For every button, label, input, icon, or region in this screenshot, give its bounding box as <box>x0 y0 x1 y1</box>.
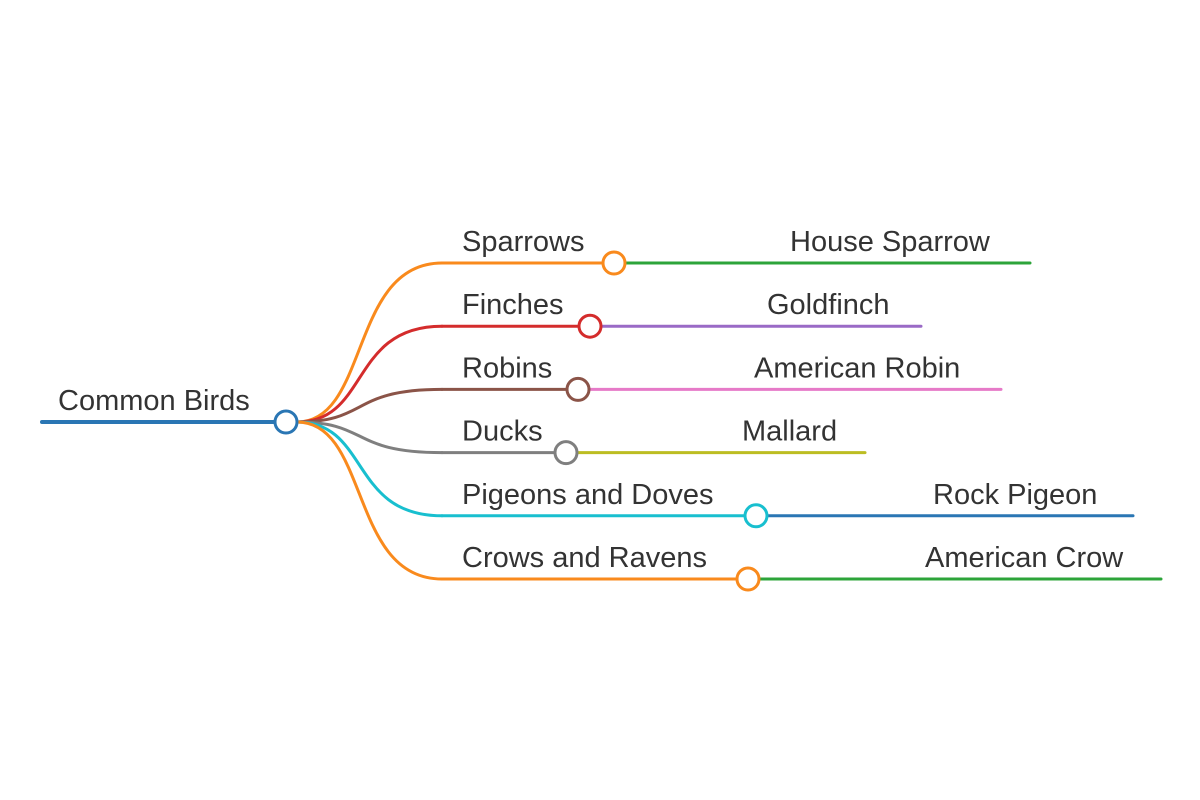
branch-connector <box>295 261 444 424</box>
leaf-label: House Sparrow <box>790 226 991 258</box>
branch-toggle-circle[interactable] <box>577 313 603 339</box>
leaf-label: American Crow <box>925 542 1124 574</box>
branch-connector <box>295 420 444 518</box>
branch-connector <box>295 387 444 424</box>
node-circles-layer <box>273 250 769 592</box>
branch-toggle-circle[interactable] <box>601 250 627 276</box>
leaf-label: Goldfinch <box>767 289 890 321</box>
labels-layer: Common Birds Sparrows House SparrowFinches… <box>58 226 1124 574</box>
branch-label: Pigeons and Doves <box>462 479 714 511</box>
root-label: Common Birds <box>58 385 250 417</box>
branch-connector <box>295 420 444 581</box>
links-layer <box>295 261 444 581</box>
leaf-label: Rock Pigeon <box>933 479 1097 511</box>
branch-toggle-circle[interactable] <box>743 503 769 529</box>
branch-toggle-circle[interactable] <box>553 440 579 466</box>
branch-connector <box>295 420 444 455</box>
root-toggle-circle[interactable] <box>273 409 299 435</box>
branch-label: Crows and Ravens <box>462 542 707 574</box>
underlines-layer <box>40 261 1163 581</box>
branch-label: Robins <box>462 352 552 384</box>
leaf-label: Mallard <box>742 416 837 448</box>
branch-label: Finches <box>462 289 564 321</box>
branch-label: Sparrows <box>462 226 585 258</box>
branch-toggle-circle[interactable] <box>565 376 591 402</box>
leaf-label: American Robin <box>754 352 960 384</box>
branch-connector <box>295 324 444 424</box>
branch-toggle-circle[interactable] <box>735 566 761 592</box>
branch-label: Ducks <box>462 416 543 448</box>
